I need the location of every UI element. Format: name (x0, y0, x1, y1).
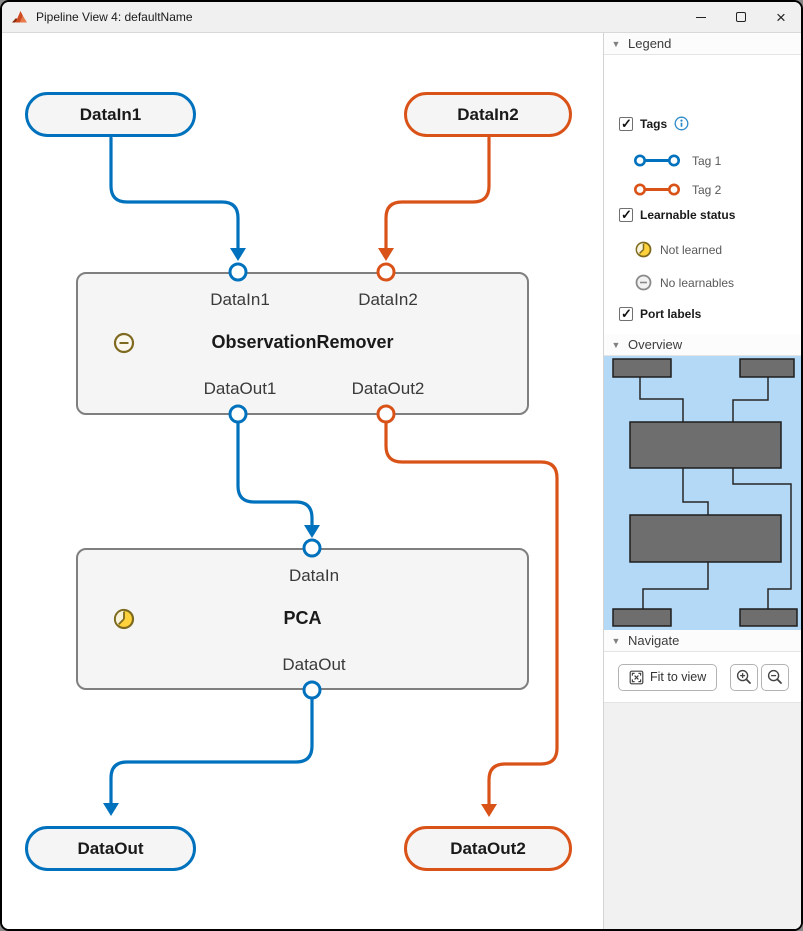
fit-to-view-icon (629, 670, 644, 685)
port-pca-dataout[interactable] (302, 680, 322, 700)
node-label: DataIn1 (79, 104, 142, 124)
tags-label: Tags (640, 116, 668, 131)
node-datain2[interactable]: DataIn2 (404, 92, 572, 137)
node-label: DataIn2 (457, 104, 519, 124)
info-icon[interactable] (674, 116, 689, 131)
navigate-header-label: Navigate (628, 633, 680, 648)
tag2-label: Tag 2 (692, 182, 722, 197)
port-label: DataIn (288, 566, 340, 585)
connection-pca-dataout[interactable] (109, 697, 314, 805)
tag1-sample-icon (633, 153, 681, 168)
port-label: DataOut1 (203, 379, 277, 398)
minimap-node (629, 514, 782, 563)
block-pca[interactable]: DataIn PCA DataOut (76, 548, 529, 690)
connection-datain1[interactable] (109, 136, 240, 250)
port-label: DataOut2 (351, 379, 425, 398)
legend-content: Tags Tag 1 (604, 55, 801, 334)
zoom-in-icon (736, 669, 752, 685)
node-dataout2[interactable]: DataOut2 (404, 826, 572, 871)
not-learned-label: Not learned (660, 242, 723, 257)
fit-to-view-button[interactable]: Fit to view (618, 663, 718, 691)
learnable-status-label: Learnable status (640, 208, 736, 222)
no-learnables-icon (113, 332, 135, 359)
side-panel: ▼ Legend Tags (603, 33, 803, 929)
overview-header-label: Overview (628, 337, 683, 352)
minimap-node (612, 608, 672, 627)
arrowhead (103, 803, 119, 816)
collapse-triangle-icon: ▼ (611, 635, 621, 646)
titlebar: Pipeline View 4: defaultName × (2, 2, 801, 33)
node-datain1[interactable]: DataIn1 (25, 92, 196, 137)
port-label: DataOut (282, 655, 346, 674)
legend-header-label: Legend (628, 36, 672, 51)
close-button[interactable]: × (761, 2, 801, 32)
port-labels-label: Port labels (640, 307, 702, 321)
port-dataout1[interactable] (228, 404, 248, 424)
minimize-icon (696, 16, 706, 18)
zoom-out-icon (767, 669, 783, 685)
port-label: DataIn1 (210, 290, 270, 309)
block-observationremover[interactable]: DataIn1 DataIn2 ObservationRemover DataO… (76, 272, 529, 415)
window-title: Pipeline View 4: defaultName (36, 10, 193, 24)
tag1-label: Tag 1 (692, 153, 722, 168)
connection-dataout1-pca[interactable] (236, 421, 314, 527)
port-dataout2[interactable] (376, 404, 396, 424)
port-pca-datain[interactable] (302, 538, 322, 558)
port-labels-checkbox[interactable] (619, 306, 633, 322)
zoom-out-button[interactable] (761, 663, 789, 691)
close-icon: × (776, 7, 786, 27)
maximize-icon (736, 12, 746, 22)
minimize-button[interactable] (681, 2, 721, 32)
connection-dataout2[interactable] (384, 421, 559, 806)
block-title: ObservationRemover (211, 332, 394, 352)
pipeline-canvas[interactable]: DataIn1 DataIn2 ObservationRemover DataO… (2, 33, 603, 929)
zoom-in-button[interactable] (730, 663, 758, 691)
maximize-button[interactable] (721, 2, 761, 32)
not-learned-icon (635, 241, 652, 258)
minimap-node (739, 608, 798, 627)
tag2-sample-icon (633, 182, 681, 197)
block-title: PCA (283, 608, 322, 628)
no-learnables-label: No learnables (660, 275, 735, 290)
not-learned-icon (113, 608, 135, 635)
tags-checkbox[interactable] (619, 116, 633, 132)
port-datain1[interactable] (228, 262, 248, 282)
matlab-logo-icon (11, 9, 28, 26)
minimap-node (612, 358, 672, 378)
connection-datain2[interactable] (384, 136, 491, 250)
arrowhead (378, 248, 394, 261)
minimap-node (739, 358, 795, 378)
learnable-status-checkbox[interactable] (619, 207, 633, 223)
navigate-content: Fit to view (604, 652, 801, 702)
collapse-triangle-icon: ▼ (611, 339, 621, 350)
arrowhead (481, 804, 497, 817)
node-label: DataOut2 (450, 838, 526, 858)
no-learnables-icon (635, 274, 652, 291)
arrowhead (304, 525, 320, 538)
minimap-node (629, 421, 782, 469)
legend-section-header[interactable]: ▼ Legend (604, 33, 801, 55)
port-label: DataIn2 (358, 290, 418, 309)
node-label: DataOut (77, 838, 144, 858)
arrowhead (230, 248, 246, 261)
navigate-section-header[interactable]: ▼ Navigate (604, 630, 801, 652)
collapse-triangle-icon: ▼ (611, 38, 621, 49)
panel-filler (604, 702, 801, 929)
fit-to-view-label: Fit to view (650, 670, 707, 684)
overview-minimap[interactable] (604, 356, 803, 630)
port-datain2[interactable] (376, 262, 396, 282)
overview-section-header[interactable]: ▼ Overview (604, 334, 801, 356)
node-dataout[interactable]: DataOut (25, 826, 196, 871)
